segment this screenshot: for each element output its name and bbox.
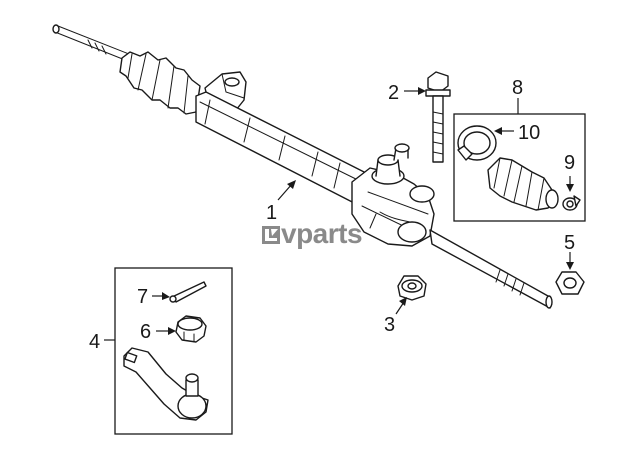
watermark: vparts (262, 218, 363, 249)
callout-2: 2 (388, 82, 399, 104)
boot-clamp-large (457, 125, 497, 161)
callout-9: 9 (564, 152, 575, 174)
bushing-nut (397, 275, 427, 301)
rack-boot-kit (487, 157, 559, 211)
lv-logo-mark-icon (262, 226, 280, 244)
left-rack-boot (119, 51, 201, 115)
rack-housing-tube (195, 91, 373, 207)
watermark-text: vparts (281, 218, 362, 249)
callout-1: 1 (266, 202, 277, 224)
callout-7: 7 (137, 286, 148, 308)
left-tie-rod-shaft (52, 24, 135, 63)
right-tie-rod-shaft (429, 229, 553, 309)
callout-10: 10 (518, 122, 540, 144)
callout-8: 8 (512, 77, 523, 99)
callout-numbers: 1 2 3 4 5 6 7 8 9 10 (89, 77, 575, 353)
callout-6: 6 (140, 321, 151, 343)
callout-5: 5 (564, 232, 575, 254)
boot-kit-box (453, 113, 586, 222)
cotter-pin (169, 281, 207, 303)
boot-clamp-small (562, 195, 581, 211)
mounting-bolt (425, 71, 451, 163)
hex-nut (555, 271, 585, 295)
tie-rod-end (123, 347, 209, 421)
leader-1 (277, 183, 293, 201)
castle-nut (175, 315, 207, 343)
pinion-housing (351, 143, 435, 247)
leader-lines (104, 87, 574, 341)
tie-rod-end-box (114, 267, 233, 435)
callout-4: 4 (89, 331, 100, 353)
steering-rack-assembly (52, 24, 553, 309)
callout-3: 3 (384, 314, 395, 336)
